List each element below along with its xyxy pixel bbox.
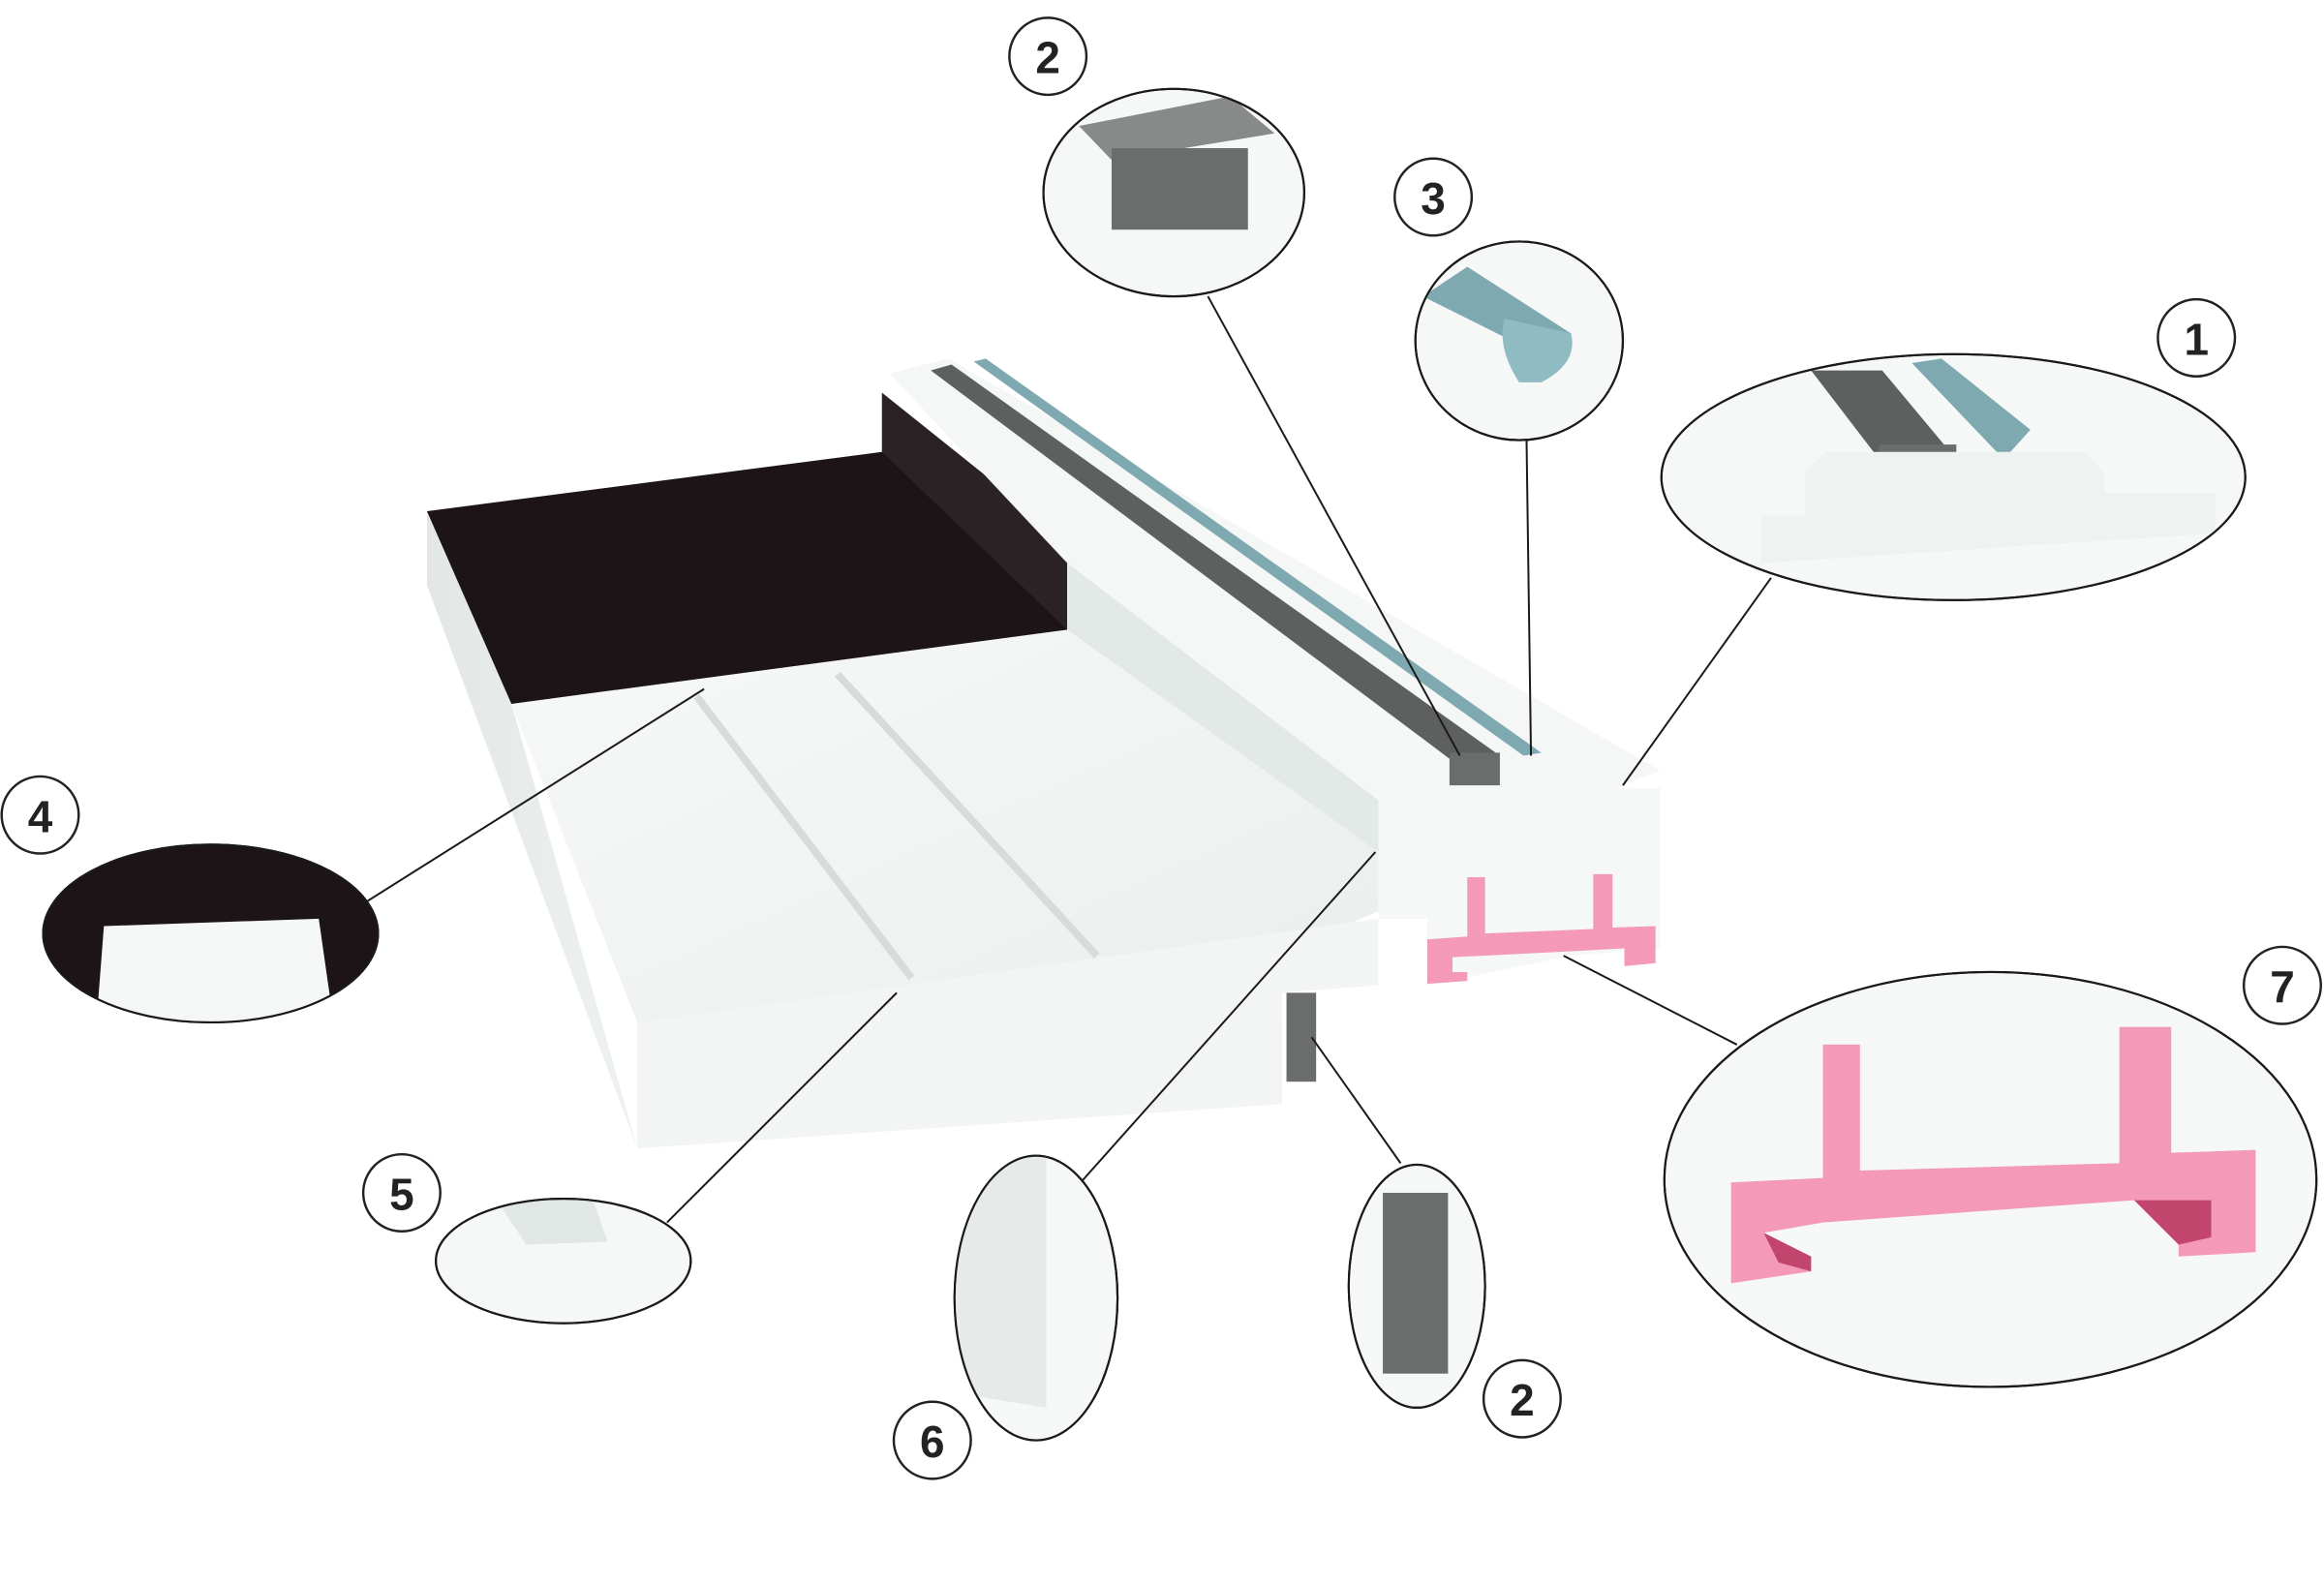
callout-side-seal [1347,1163,1486,1409]
body-top-face [511,629,1379,1022]
callout-round-seal [1414,240,1625,442]
svg-text:2: 2 [1510,1375,1535,1425]
leader-line-3 [1525,440,1533,756]
svg-text:1: 1 [2184,314,2209,364]
leader-line-4 [367,687,705,902]
label-5: 5 [361,1152,442,1233]
raised-front-face [1378,788,1661,986]
label-2-side: 2 [1482,1358,1562,1439]
black-panel-wall [881,392,1068,630]
svg-text:2: 2 [1035,33,1060,83]
profile-body [426,358,1661,1149]
leader-line-7 [1563,955,1738,1046]
callout-top-seal [1042,87,1305,298]
grey-seal-end [1449,752,1500,786]
blue-seal-strip [973,358,1542,756]
pink-profile [1426,873,1656,985]
body-front-lower [637,918,1379,1149]
body-left-side [426,510,638,1149]
svg-text:6: 6 [920,1416,945,1467]
label-6: 6 [892,1400,972,1480]
svg-text:3: 3 [1421,173,1446,224]
callout-panel-groove [42,843,380,1024]
label-7: 7 [2242,945,2322,1025]
callout-seal-groove [1660,352,2247,601]
label-1: 1 [2156,297,2237,378]
label-2-top: 2 [1008,16,1088,97]
leader-line-6 [1081,851,1377,1182]
label-3: 3 [1393,157,1474,237]
leader-line-2-top [1207,295,1461,756]
svg-text:7: 7 [2270,961,2295,1012]
leader-lines [367,295,1772,1224]
leader-line-1 [1622,577,1772,786]
side-seal [1286,992,1317,1082]
groove-line [835,671,1100,959]
leader-line-5 [666,991,898,1224]
callout-front-groove [435,1198,692,1325]
label-4: 4 [0,775,80,855]
raised-strip-side [1067,563,1379,852]
callout-pink-profile [1663,970,2318,1388]
grey-seal-strip [931,364,1500,759]
black-panel [426,451,1068,704]
callout-edge-detail [953,1154,1119,1442]
svg-text:4: 4 [28,791,53,841]
leader-line-2-side [1310,1036,1402,1164]
svg-text:5: 5 [389,1170,414,1220]
groove-line [693,693,915,981]
